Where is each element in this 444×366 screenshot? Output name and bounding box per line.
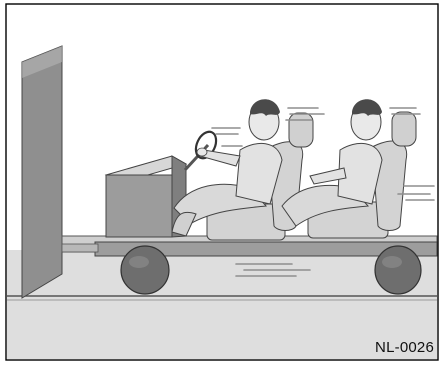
floor bbox=[7, 250, 437, 359]
front-wheel bbox=[121, 246, 169, 294]
barrier-wall bbox=[22, 46, 62, 298]
rear-wheel bbox=[375, 246, 421, 294]
figure-code-label: NL-0026 bbox=[375, 339, 434, 356]
